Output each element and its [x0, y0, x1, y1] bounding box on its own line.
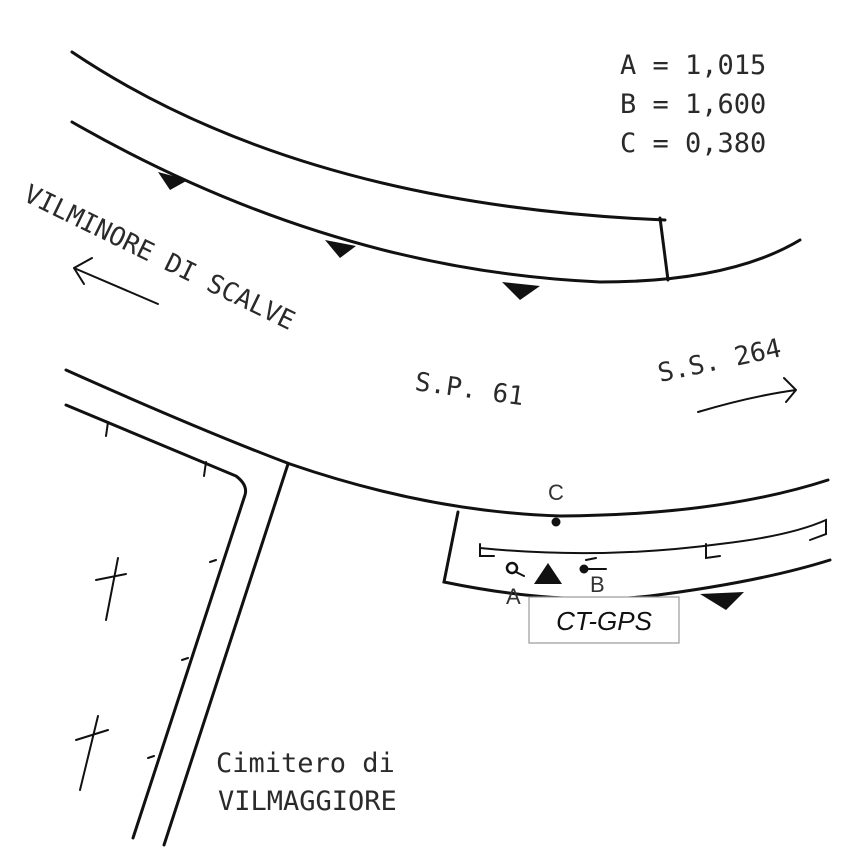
label-point-b: B — [590, 572, 605, 597]
legend-b: B = 1,600 — [620, 89, 766, 120]
road-edge-upper-outer — [70, 50, 667, 222]
label-point-a: A — [506, 584, 521, 609]
curb-marks — [479, 543, 721, 561]
road-edge-lower — [64, 368, 830, 518]
cross-icon — [75, 715, 109, 791]
arrow-right-icon — [697, 377, 797, 413]
road-edge-upper-inner — [70, 120, 802, 284]
point-a-marker — [505, 561, 519, 575]
triangle-marker — [325, 240, 356, 258]
station-triangle-icon — [534, 563, 562, 584]
station-label-box — [528, 596, 680, 644]
triangle-marker — [158, 172, 188, 190]
label-vilmaggiore: VILMAGGIORE — [218, 786, 397, 817]
point-b-marker — [579, 564, 589, 574]
legend-c: C = 0,380 — [620, 128, 766, 159]
label-point-c: C — [548, 480, 564, 505]
point-a-tail — [515, 571, 525, 577]
label-vilminore: VILMINORE DI SCALVE — [19, 179, 299, 336]
triangle-marker — [502, 282, 540, 300]
point-c-marker — [551, 517, 561, 527]
label-ss264: S.S. 264 — [655, 333, 784, 388]
road-edge-upper-end — [658, 216, 670, 282]
triangle-marker — [700, 592, 744, 610]
cemetery-wall-inner — [162, 462, 290, 847]
sidewalk-outline — [442, 510, 832, 601]
sidewalk-inner-line — [479, 518, 827, 555]
legend-a: A = 1,015 — [620, 50, 766, 81]
cross-icon — [95, 557, 127, 621]
arrow-left-icon — [73, 257, 159, 305]
wall-ticks — [105, 421, 217, 759]
cemetery-wall-outer — [64, 403, 248, 840]
label-sp61: S.P. 61 — [413, 367, 526, 412]
station-label: CT-GPS — [556, 606, 652, 636]
label-cimitero: Cimitero di — [216, 748, 395, 779]
